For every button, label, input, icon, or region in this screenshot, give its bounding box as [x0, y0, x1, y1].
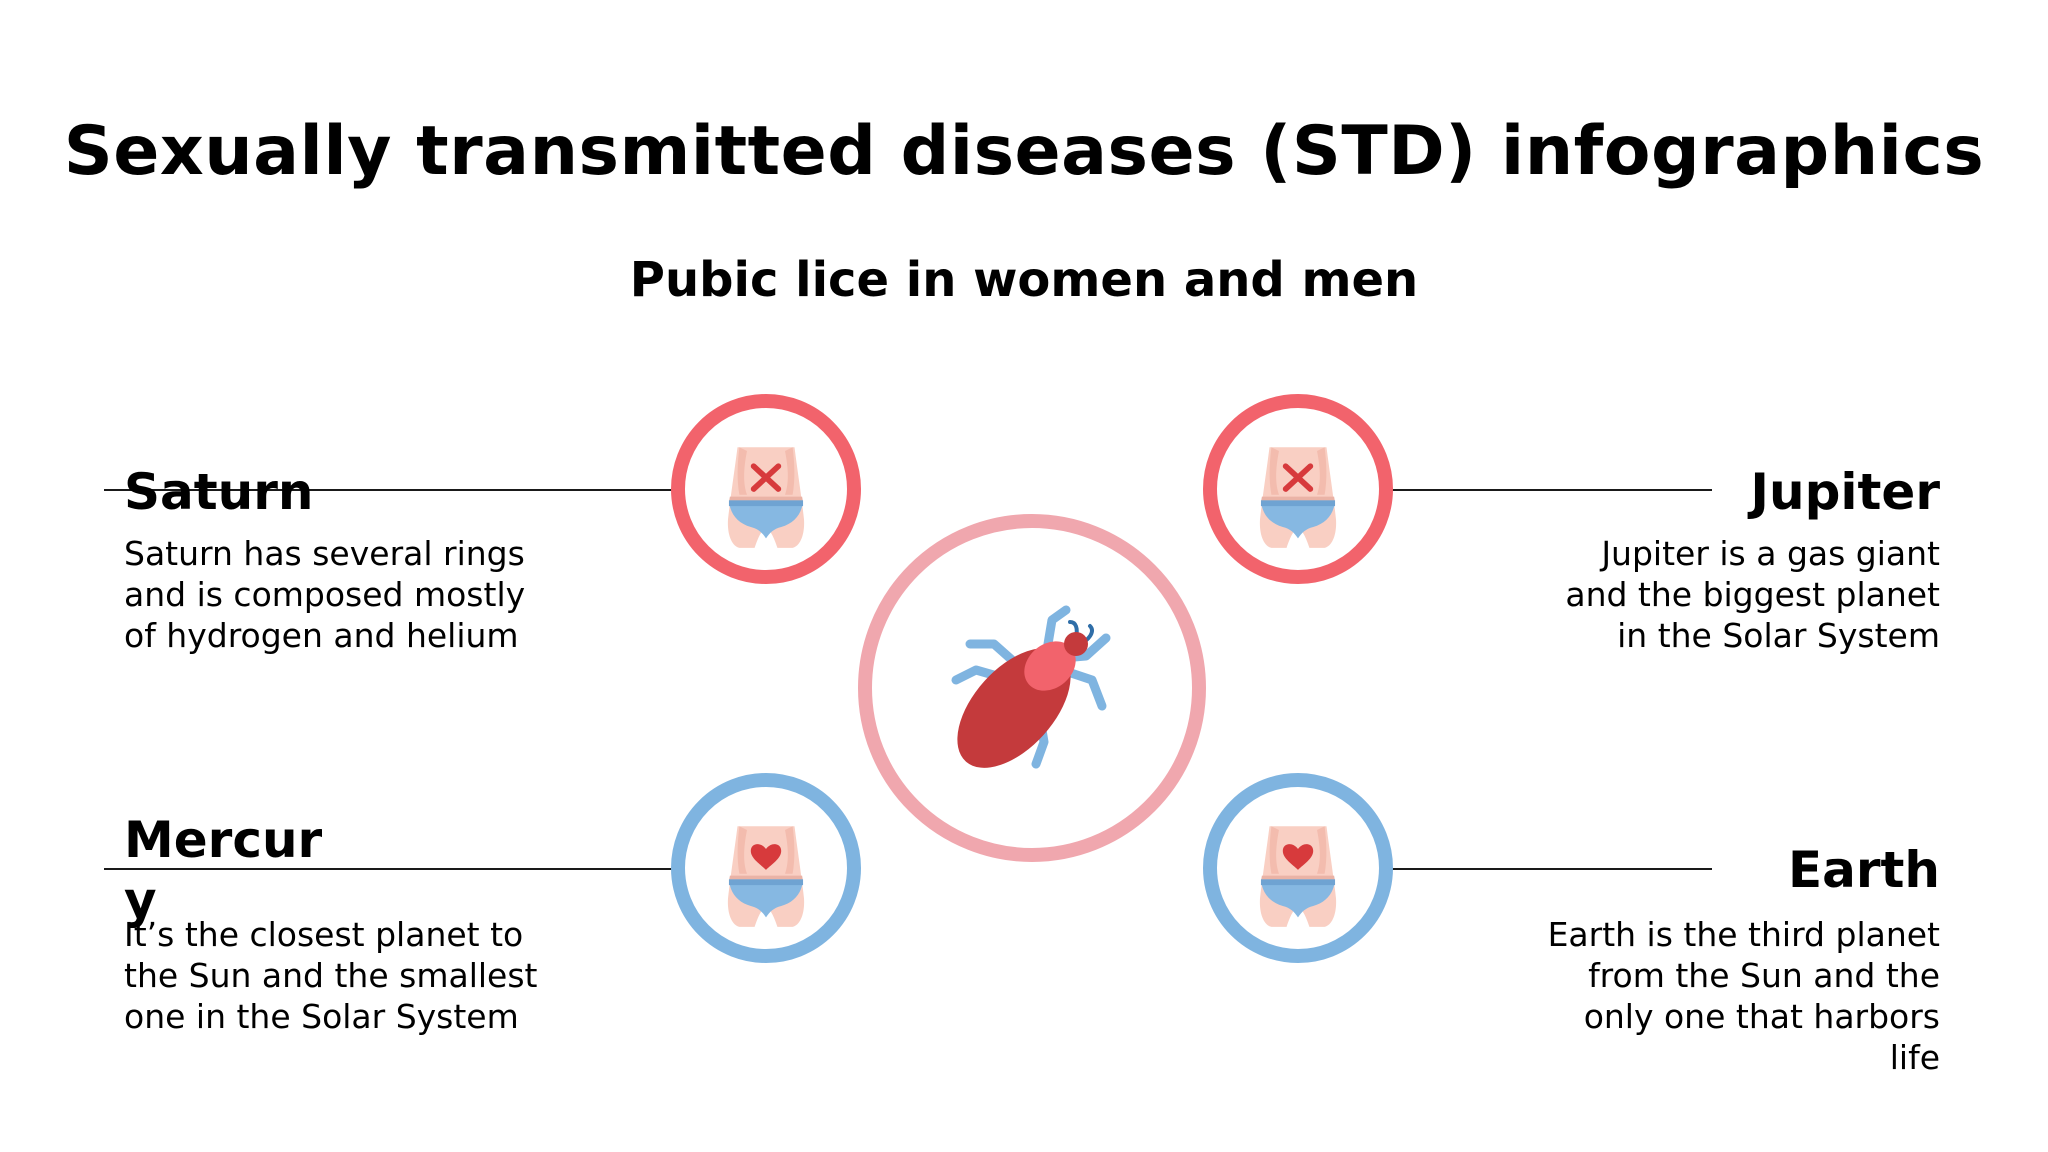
healthy-pelvis-icon — [727, 826, 805, 927]
connector-line-saturn — [104, 489, 674, 491]
item-text-mercury: It’s the closest planet to the Sun and t… — [124, 915, 538, 1036]
infected-pelvis-icon — [727, 447, 805, 548]
item-title-mercury: Mercury — [124, 811, 323, 929]
connector-line-jupiter — [1390, 489, 1712, 491]
page-subtitle: Pubic lice in women and men — [629, 252, 1419, 308]
infected-pelvis-icon — [1259, 447, 1337, 548]
connector-line-mercury — [104, 868, 674, 870]
healthy-pelvis-icon — [1259, 826, 1337, 927]
connector-line-earth — [1390, 868, 1712, 870]
item-title-jupiter: Jupiter — [1750, 463, 1940, 521]
item-text-jupiter: Jupiter is a gas giant and the biggest p… — [1565, 534, 1940, 655]
item-title-earth: Earth — [1787, 841, 1940, 899]
center-ring — [858, 514, 1206, 862]
item-title-saturn: Saturn — [124, 463, 314, 521]
item-text-earth: Earth is the third planet from the Sun a… — [1547, 915, 1940, 1077]
item-text-saturn: Saturn has several rings and is composed… — [124, 534, 526, 655]
earth-ring — [1203, 773, 1393, 963]
mercury-ring — [671, 773, 861, 963]
jupiter-ring — [1203, 394, 1393, 584]
louse-icon — [951, 605, 1111, 769]
saturn-ring — [671, 394, 861, 584]
page-title: Sexually transmitted diseases (STD) info… — [63, 112, 1985, 191]
